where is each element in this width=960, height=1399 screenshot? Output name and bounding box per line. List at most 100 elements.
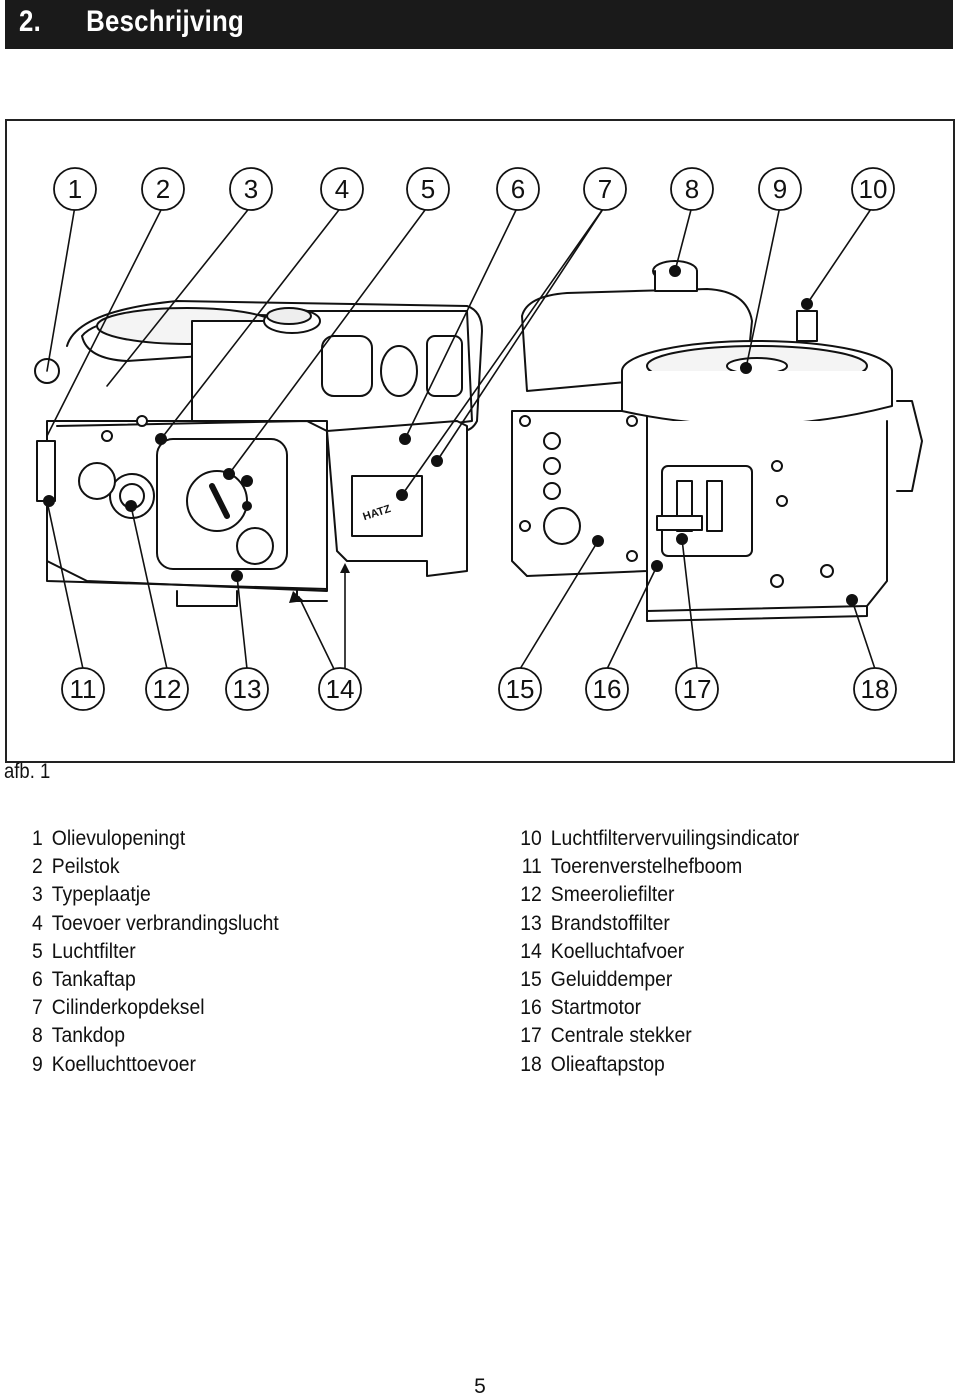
bottom-callout-number: 15	[506, 674, 535, 704]
legend-text: Cilinderkopdeksel	[51, 995, 205, 1020]
bottom-callout-number: 18	[861, 674, 890, 704]
top-callout-number: 10	[859, 174, 888, 204]
top-callout-number: 9	[773, 174, 787, 204]
bottom-callout-circle	[318, 667, 362, 711]
legend-text: Brandstoffilter	[550, 910, 670, 935]
right-engine-drawing	[511, 260, 923, 622]
legend-item: 16 Startmotor	[513, 993, 799, 1021]
bottom-callout-number: 14	[326, 674, 355, 704]
bottom-callout-circle	[853, 667, 897, 711]
legend-number: 2	[32, 854, 43, 879]
legend-item: 6 Tankaftap	[14, 965, 279, 993]
bottom-callout-number: 13	[233, 674, 262, 704]
top-leader-lines	[46, 205, 874, 496]
legend-text: Typeplaatje	[51, 882, 151, 907]
legend-number: 3	[32, 882, 43, 907]
legend-number: 14	[520, 938, 542, 963]
legend-text: Centrale stekker	[550, 1023, 692, 1048]
legend-text: Luchtfiltervervuilingsindicator	[550, 826, 800, 850]
top-callout-circle	[406, 167, 450, 211]
legend-text: Smeeroliefilter	[550, 882, 675, 907]
legend-text: Toevoer verbrandingslucht	[51, 910, 279, 935]
legend-item: 18 Olieaftapstop	[513, 1050, 799, 1078]
legend-item: 11 Toerenverstelhefboom	[513, 852, 799, 880]
bottom-callout-number: 17	[683, 674, 712, 704]
legend-number: 15	[520, 967, 542, 992]
top-callout-number: 2	[156, 174, 170, 204]
legend-number: 1	[32, 826, 43, 850]
bottom-leader-lines	[46, 500, 876, 670]
legend-text: Koelluchtafvoer	[550, 938, 685, 963]
bottom-callout-circle	[61, 667, 105, 711]
bottom-callout-number: 16	[593, 674, 622, 704]
legend-item: 1 Olievulopeningt	[14, 824, 279, 852]
top-callout-circle	[851, 167, 895, 211]
top-callout-circle	[670, 167, 714, 211]
top-callout-number: 5	[421, 174, 435, 204]
legend-number: 10	[520, 826, 542, 850]
legend-number: 6	[32, 967, 43, 992]
legend-number: 11	[521, 854, 542, 879]
bottom-callout-circle	[675, 667, 719, 711]
bottom-callout-circle	[498, 667, 542, 711]
legend-text: Startmotor	[550, 995, 642, 1020]
legend-number: 9	[32, 1051, 43, 1076]
legend-text: Tankdop	[51, 1023, 125, 1048]
top-callout-number: 3	[244, 174, 258, 204]
legend-number: 17	[520, 1023, 542, 1048]
legend-text: Olievulopeningt	[51, 826, 186, 850]
bottom-callout-number: 12	[153, 674, 182, 704]
legend-item: 13 Brandstoffilter	[513, 909, 799, 937]
engine-illustration: HATZ	[34, 167, 923, 711]
legend-right: 10 Luchtfiltervervuilingsindicator 11 Toer…	[513, 824, 799, 1078]
legend-item: 17 Centrale stekker	[513, 1021, 799, 1049]
top-callout-circle	[229, 167, 273, 211]
legend-number: 7	[32, 995, 43, 1020]
top-callout-number: 6	[511, 174, 525, 204]
top-callout-number: 1	[68, 174, 82, 204]
legend-number: 13	[520, 910, 542, 935]
top-callout-circle	[141, 167, 185, 211]
engine-figure: HATZ	[5, 119, 955, 763]
legend-item: 2 Peilstok	[14, 852, 279, 880]
legend-item: 4 Toevoer verbrandingslucht	[14, 909, 279, 937]
top-callout-number: 7	[598, 174, 612, 204]
legend-text: Peilstok	[51, 854, 120, 879]
bottom-callout-circle	[145, 667, 189, 711]
legend-text: Tankaftap	[51, 967, 136, 992]
legend-number: 8	[32, 1023, 43, 1048]
legend-item: 3 Typeplaatje	[14, 880, 279, 908]
section-heading: 2. Beschrijving	[19, 5, 244, 39]
legend-text: Geluiddemper	[550, 967, 673, 992]
bottom-callouts: 11 12 13 14 15 16 17 18	[61, 667, 897, 711]
top-callout-circle	[758, 167, 802, 211]
bottom-callout-circle	[585, 667, 629, 711]
legend-item: 5 Luchtfilter	[14, 937, 279, 965]
legend-text: Koelluchttoevoer	[51, 1051, 196, 1076]
section-header-bar: 2. Beschrijving	[5, 0, 953, 49]
legend-item: 10 Luchtfiltervervuilingsindicator	[513, 824, 799, 852]
legend-text: Luchtfilter	[51, 938, 136, 963]
bottom-callout-number: 11	[70, 674, 97, 704]
section-title: Beschrijving	[86, 5, 245, 38]
legend-number: 18	[520, 1051, 542, 1076]
legend-item: 15 Geluiddemper	[513, 965, 799, 993]
legend-number: 4	[32, 910, 43, 935]
top-callout-circle	[583, 167, 627, 211]
legend-item: 7 Cilinderkopdeksel	[14, 993, 279, 1021]
legend-item: 14 Koelluchtafvoer	[513, 937, 799, 965]
top-callout-circle	[496, 167, 540, 211]
legend-item: 8 Tankdop	[14, 1021, 279, 1049]
figure-caption: afb. 1	[4, 760, 51, 783]
section-number: 2.	[19, 5, 42, 38]
bottom-callout-circle	[225, 667, 269, 711]
legend-text: Olieaftapstop	[550, 1051, 665, 1076]
legend-number: 16	[520, 995, 542, 1020]
left-engine-drawing: HATZ	[34, 300, 483, 607]
legend-number: 5	[32, 938, 43, 963]
top-callout-circle	[320, 167, 364, 211]
legend-text: Toerenverstelhefboom	[550, 854, 743, 879]
